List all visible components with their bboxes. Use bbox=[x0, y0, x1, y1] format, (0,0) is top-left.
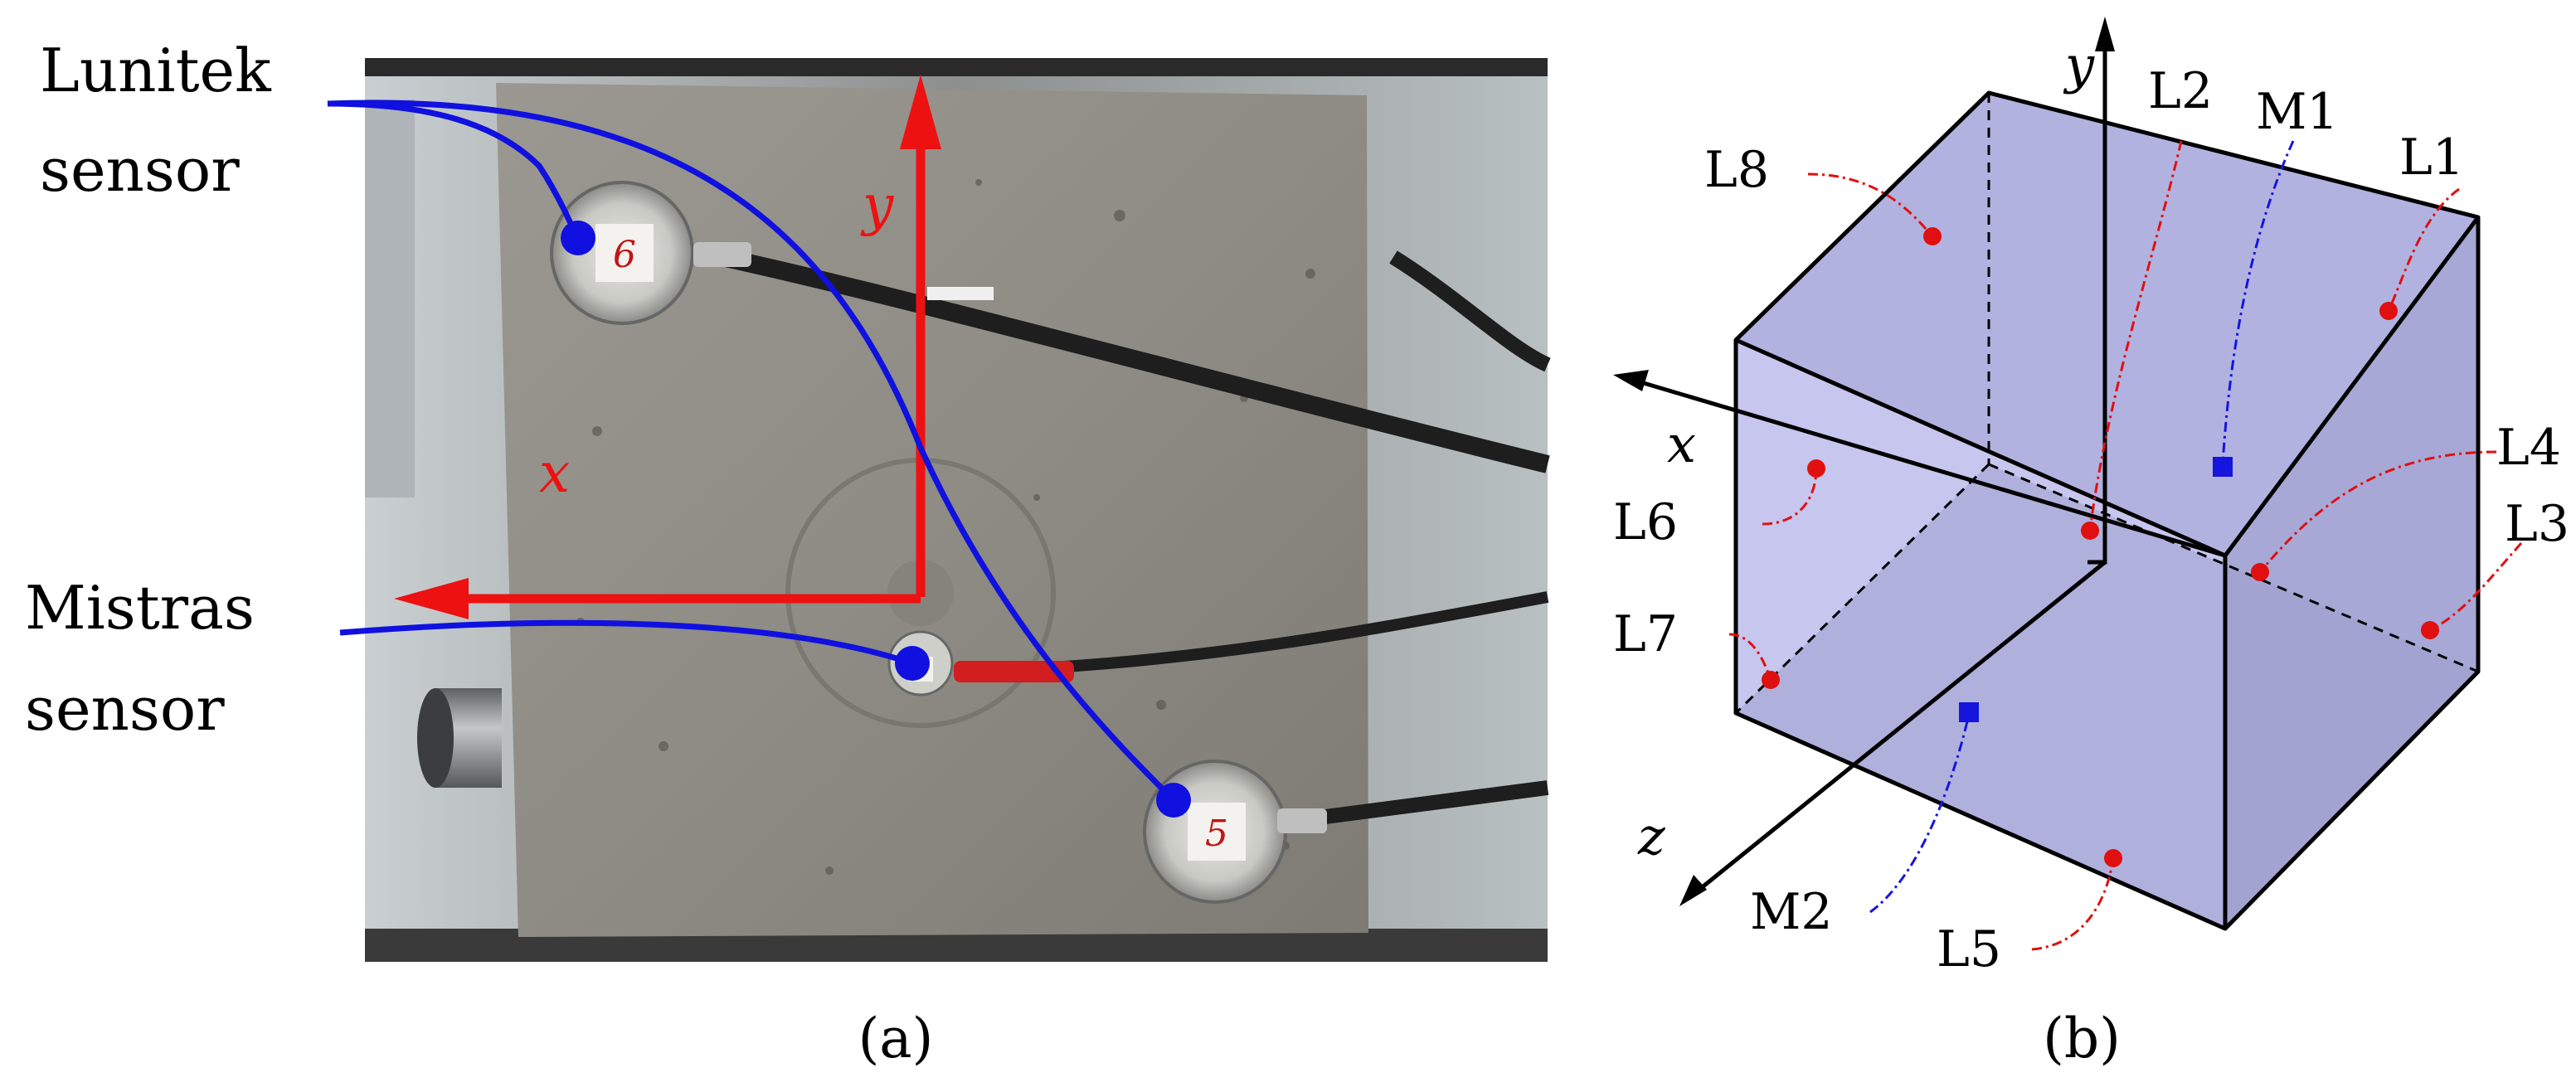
marker-M2 bbox=[1959, 702, 1979, 722]
axis-x-label-b: x bbox=[1667, 414, 1696, 474]
axis-z-b-arrowhead bbox=[1679, 875, 1707, 906]
label-M1: M1 bbox=[2256, 83, 2339, 141]
marker-L6 bbox=[1807, 459, 1825, 478]
concrete-cube bbox=[496, 83, 1368, 937]
cable-right bbox=[1389, 250, 1551, 372]
panel-a-photo: 6 5 y x bbox=[25, 36, 1551, 1070]
label-mistras-line2: sensor bbox=[25, 674, 225, 744]
label-L3: L3 bbox=[2505, 495, 2569, 553]
axis-x-label-a: x bbox=[539, 441, 570, 505]
cube-hidden-edges bbox=[1734, 93, 2479, 715]
label-L1: L1 bbox=[2399, 129, 2464, 187]
marker-L4 bbox=[2251, 563, 2269, 581]
marker-L1 bbox=[2379, 302, 2398, 320]
caption-b: (b) bbox=[2043, 1007, 2121, 1070]
marker-M1 bbox=[2213, 457, 2233, 477]
leader-L6 bbox=[1762, 468, 1818, 526]
axis-y-label-a: y bbox=[860, 173, 894, 237]
label-M2: M2 bbox=[1750, 883, 1833, 941]
leader-lunitek-bottom bbox=[327, 99, 1176, 803]
marker-L2 bbox=[2081, 522, 2099, 540]
marker-L3 bbox=[2421, 621, 2439, 639]
axis-y-arrowhead bbox=[900, 75, 941, 149]
cable-bottom bbox=[1292, 780, 1549, 828]
cube-bottom-shade bbox=[1736, 464, 2478, 929]
sensor-number-top: 6 bbox=[613, 234, 636, 276]
label-lunitek-line2: sensor bbox=[40, 135, 240, 205]
mistras-markers bbox=[1959, 457, 2233, 722]
label-mistras-line1: Mistras bbox=[25, 573, 255, 643]
leaders-a bbox=[327, 99, 1191, 818]
leader-L3 bbox=[2429, 542, 2523, 632]
axes-a: y x bbox=[394, 75, 941, 619]
red-connector bbox=[954, 661, 1074, 682]
leader-L4 bbox=[2258, 450, 2497, 573]
point-labels: L8 L2 M1 L1 L4 L3 L6 L7 M2 L5 bbox=[1613, 62, 2569, 978]
leader-L8 bbox=[1807, 172, 1934, 237]
cube-edges bbox=[1733, 90, 2481, 931]
label-L4: L4 bbox=[2496, 419, 2561, 477]
axis-y-b-arrowhead bbox=[2095, 17, 2115, 51]
axis-x-b-arrowhead bbox=[1613, 370, 1649, 391]
side-cylinder bbox=[417, 688, 502, 788]
leader-dot-bottom bbox=[1156, 783, 1191, 818]
label-L8: L8 bbox=[1704, 141, 1769, 199]
cable-top bbox=[719, 248, 1550, 473]
marker-L8 bbox=[1923, 227, 1942, 245]
label-L5: L5 bbox=[1937, 920, 2001, 978]
label-L2: L2 bbox=[2148, 62, 2213, 120]
caption-a: (a) bbox=[858, 1007, 934, 1070]
label-lunitek-line1: Lunitek bbox=[40, 36, 272, 105]
lunitek-sensor-top: 6 bbox=[550, 181, 751, 325]
axis-z-label-b: z bbox=[1637, 806, 1665, 866]
cable-tag bbox=[927, 287, 994, 300]
leaders-b bbox=[1728, 140, 2523, 951]
axis-x-b bbox=[1629, 376, 2226, 558]
press-plate bbox=[365, 58, 1548, 76]
leader-M1 bbox=[2221, 140, 2295, 465]
leader-mistras bbox=[339, 619, 914, 667]
leader-L1 bbox=[2387, 187, 2460, 312]
sensor-number-bottom: 5 bbox=[1205, 813, 1228, 855]
leader-M2 bbox=[1869, 721, 1969, 914]
axis-x-arrowhead bbox=[394, 578, 469, 619]
leader-dot-mistras bbox=[895, 646, 930, 681]
lunitek-markers bbox=[1762, 227, 2439, 867]
marker-L5 bbox=[2104, 849, 2122, 867]
axes-b bbox=[1613, 17, 2226, 906]
panel-b-cube: y x z bbox=[1613, 17, 2569, 1070]
leader-dot-top bbox=[561, 221, 595, 255]
axis-z-b bbox=[1690, 561, 2107, 897]
leader-L5 bbox=[2031, 857, 2115, 951]
label-L6: L6 bbox=[1613, 493, 1678, 551]
leader-L2 bbox=[2088, 140, 2183, 531]
axis-y-label-b: y bbox=[2063, 35, 2095, 95]
marker-L7 bbox=[1762, 671, 1780, 689]
leader-L7 bbox=[1728, 633, 1772, 681]
lab-equipment bbox=[365, 99, 415, 497]
leader-lunitek-top bbox=[327, 100, 580, 238]
label-L7: L7 bbox=[1613, 605, 1678, 663]
